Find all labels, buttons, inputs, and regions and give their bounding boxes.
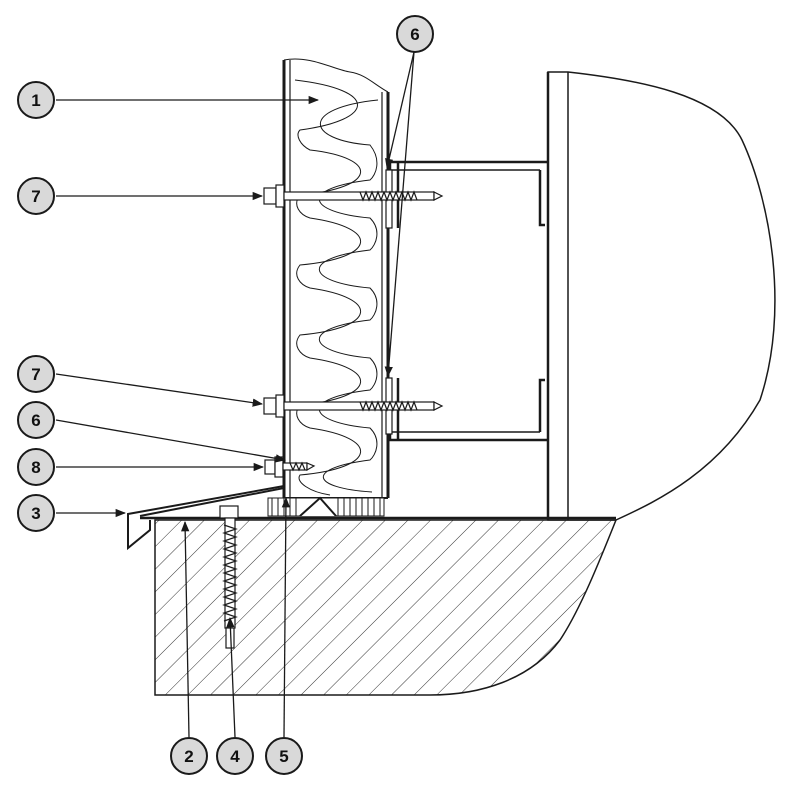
callout-5: 5 (265, 737, 303, 775)
concrete-plinth (140, 516, 618, 696)
leader-lines (55, 51, 415, 738)
callout-2: 2 (170, 737, 208, 775)
svg-text:6: 6 (31, 411, 40, 430)
svg-text:5: 5 (279, 747, 288, 766)
callout-7-top: 7 (17, 177, 55, 215)
callout-6-top: 6 (396, 15, 434, 53)
self-drilling-screw (263, 184, 444, 208)
c-purlin (388, 160, 548, 442)
steel-column (546, 71, 776, 521)
fastener-screw (264, 456, 316, 478)
svg-text:7: 7 (31, 365, 40, 384)
svg-text:8: 8 (31, 458, 40, 477)
self-drilling-screw (263, 394, 444, 418)
svg-text:6: 6 (410, 25, 419, 44)
svg-text:3: 3 (31, 504, 40, 523)
callout-4: 4 (216, 737, 254, 775)
svg-text:7: 7 (31, 187, 40, 206)
callout-1: 1 (17, 81, 55, 119)
sandwich-panel (282, 58, 390, 499)
callout-8: 8 (17, 448, 55, 486)
base-flashing (127, 478, 285, 551)
svg-text:4: 4 (230, 747, 240, 766)
svg-text:2: 2 (184, 747, 193, 766)
svg-text:1: 1 (31, 91, 40, 110)
callout-7-bottom: 7 (17, 355, 55, 393)
callout-3: 3 (17, 494, 55, 532)
callout-6-bottom: 6 (17, 401, 55, 439)
